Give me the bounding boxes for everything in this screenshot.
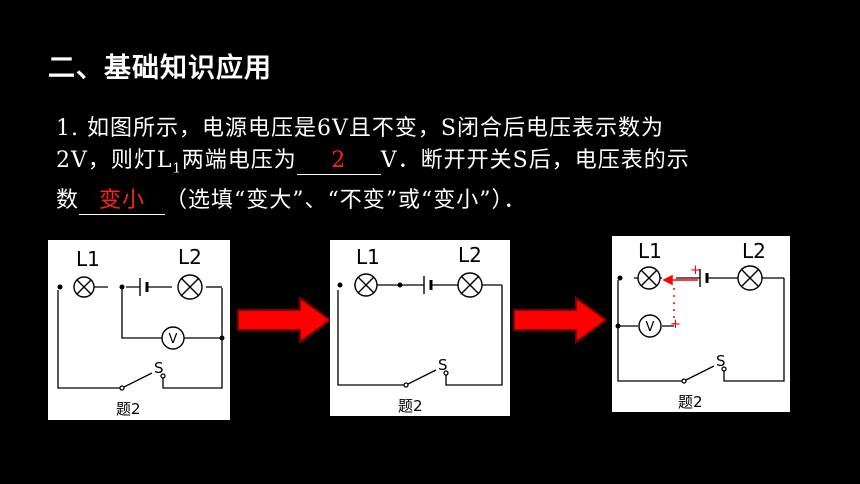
svg-text:V: V bbox=[646, 320, 655, 335]
current-arrow-icon bbox=[662, 274, 698, 324]
question-line-1: 1. 如图所示，电源电压是6V且不变，S闭合后电压表示数为 bbox=[56, 116, 664, 141]
lamp-l1-label: L1 bbox=[76, 247, 100, 271]
lamp-l1-icon bbox=[354, 273, 378, 297]
lamp-l1-label: L1 bbox=[638, 239, 662, 263]
circuit-diagram-3: V + + L1 L2 S 题2 bbox=[615, 239, 785, 411]
switch-label: S bbox=[438, 356, 448, 374]
voltmeter-icon: V bbox=[161, 326, 185, 350]
battery-icon bbox=[699, 269, 709, 287]
switch-icon bbox=[403, 369, 449, 388]
switch-icon bbox=[119, 372, 166, 391]
figure-caption: 题2 bbox=[116, 400, 141, 418]
question-text: 1. 如图所示，电源电压是6V且不变，S闭合后电压表示数为 2V，则灯L1两端电… bbox=[56, 113, 816, 217]
lamp-l2-icon bbox=[457, 272, 483, 298]
lamp-l2-label: L2 bbox=[742, 239, 766, 263]
svg-text:V: V bbox=[169, 332, 178, 347]
lamp-l1-icon bbox=[73, 276, 95, 298]
question-line-3: 数变小（选填“变大”、“不变”或“变小”）． bbox=[56, 188, 527, 216]
arrow-right-icon bbox=[237, 296, 332, 344]
figure-caption: 题2 bbox=[398, 397, 423, 415]
answer-blank-1: 2 bbox=[296, 148, 381, 175]
lamp-l2-icon bbox=[177, 274, 203, 300]
lamp-l1-label: L1 bbox=[356, 245, 380, 269]
switch-label: S bbox=[716, 352, 726, 370]
circuit-figure-2: L1 L2 S 题2 bbox=[330, 240, 510, 416]
lamp-l2-icon bbox=[737, 265, 763, 291]
voltmeter-icon: V bbox=[638, 314, 662, 338]
figure-caption: 题2 bbox=[678, 393, 703, 411]
lamp-l2-label: L2 bbox=[458, 243, 482, 267]
circuit-diagram-1: V L1 L2 S 题2 bbox=[57, 245, 225, 418]
switch-icon bbox=[681, 365, 727, 384]
circuit-figure-3: V + + L1 L2 S 题2 bbox=[612, 236, 790, 412]
lamp-l2-label: L2 bbox=[178, 245, 202, 269]
battery-icon bbox=[139, 278, 149, 296]
switch-label: S bbox=[154, 359, 164, 377]
plus-sign-2: + bbox=[670, 317, 681, 332]
slide-title: 二、基础知识应用 bbox=[48, 53, 272, 84]
arrow-right-icon bbox=[513, 296, 608, 344]
lamp-l1-icon bbox=[637, 266, 661, 290]
plus-sign-1: + bbox=[690, 263, 701, 278]
battery-icon bbox=[423, 276, 433, 294]
circuit-figure-1: V L1 L2 S 题2 bbox=[48, 240, 230, 420]
circuit-diagram-2: L1 L2 S 题2 bbox=[337, 243, 503, 415]
answer-blank-2: 变小 bbox=[79, 188, 166, 216]
